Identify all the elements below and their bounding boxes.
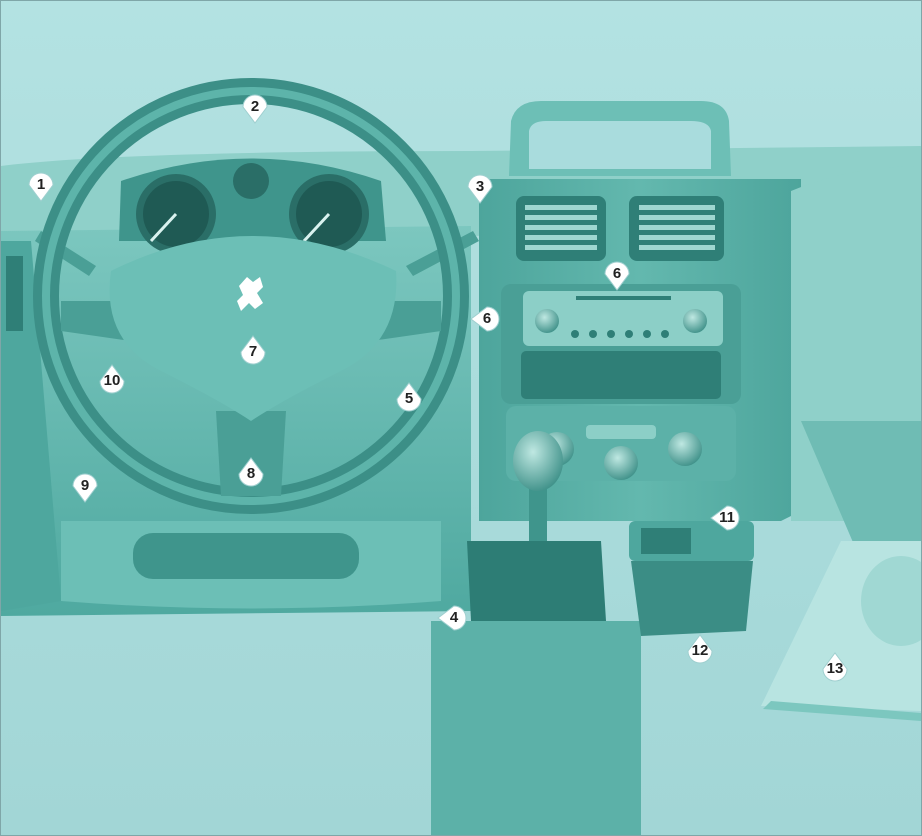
callout-3: 3	[463, 170, 497, 204]
callout-13: 13	[818, 652, 852, 686]
callout-2: 2	[238, 90, 272, 124]
storage-bin	[631, 561, 753, 636]
callout-number: 3	[463, 170, 497, 204]
callout-number: 4	[437, 601, 471, 635]
callout-number: 6	[470, 302, 504, 336]
callout-number: 10	[95, 364, 129, 398]
glovebox-lower-tray	[133, 533, 359, 579]
callout-12: 12	[683, 634, 717, 668]
gear-knob	[513, 431, 563, 491]
callout-number: 8	[234, 457, 268, 491]
callout-6: 6	[470, 302, 504, 336]
callout-8: 8	[234, 457, 268, 491]
callout-number: 13	[818, 652, 852, 686]
callout-number: 2	[238, 90, 272, 124]
callout-number: 6	[600, 257, 634, 291]
callout-number: 7	[236, 335, 270, 369]
callout-number: 1	[24, 168, 58, 202]
callout-9: 9	[68, 469, 102, 503]
callout-11: 11	[710, 501, 744, 535]
callout-5: 5	[392, 382, 426, 416]
callout-6: 6	[600, 257, 634, 291]
callout-7: 7	[236, 335, 270, 369]
callout-number: 9	[68, 469, 102, 503]
climate-knob-center	[604, 446, 638, 480]
callout-number: 12	[683, 634, 717, 668]
callout-1: 1	[24, 168, 58, 202]
callout-number: 11	[710, 501, 744, 535]
callout-4: 4	[437, 601, 471, 635]
gear-boot	[467, 541, 606, 634]
callout-10: 10	[95, 364, 129, 398]
climate-knob-right	[668, 432, 702, 466]
callout-number: 5	[392, 382, 426, 416]
